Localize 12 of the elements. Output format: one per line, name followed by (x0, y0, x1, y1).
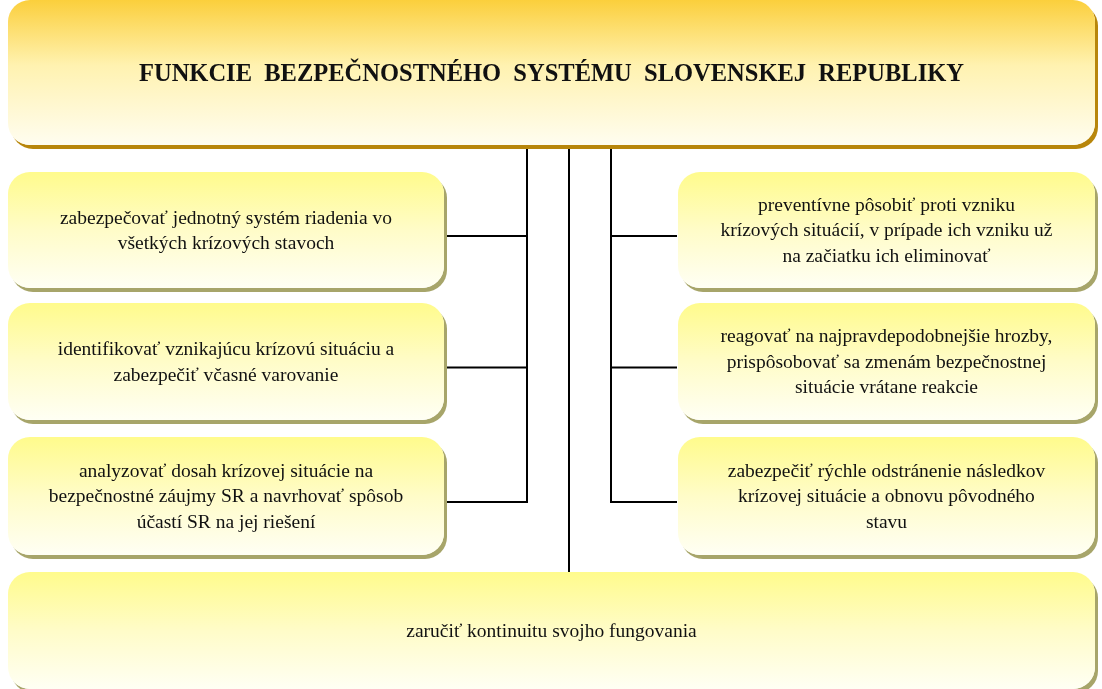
function-text: preventívne pôsobiť proti vzniku krízových situácií, v prípade ich vzniku už na začiatku ich eliminovať (719, 193, 1054, 268)
function-text: identifikovať vznikajúcu krízovú situáciu a zabezpečiť včasné varovanie (56, 337, 396, 387)
function-text: zaručiť kontinuitu svojho fungovania (406, 618, 697, 643)
connector-line (444, 147, 528, 503)
title-text: FUNKCIE BEZPEČNOSTNÉHO SYSTÉMU SLOVENSKEJ REPUBLIKY (139, 57, 964, 88)
function-text: zabezpečiť rýchle odstránenie následkov krízovej situácie a obnovu pôvodného stavu (726, 459, 1047, 534)
connector-line (568, 147, 570, 573)
connector-line (610, 147, 678, 503)
function-text: reagovať na najpravdepodobnejšie hrozby, prispôsobovať sa zmenám bezpečnostnej situácie vrátane reakcie (719, 324, 1054, 400)
function-text: zabezpečovať jednotný systém riadenia vo všetkých krízových stavoch (58, 205, 394, 255)
function-text: analyzovať dosah krízovej situácie na bezpečnostné záujmy SR a navrhovať spôsob účastí SR na jej riešení (48, 459, 404, 534)
function-box (8, 572, 1095, 689)
